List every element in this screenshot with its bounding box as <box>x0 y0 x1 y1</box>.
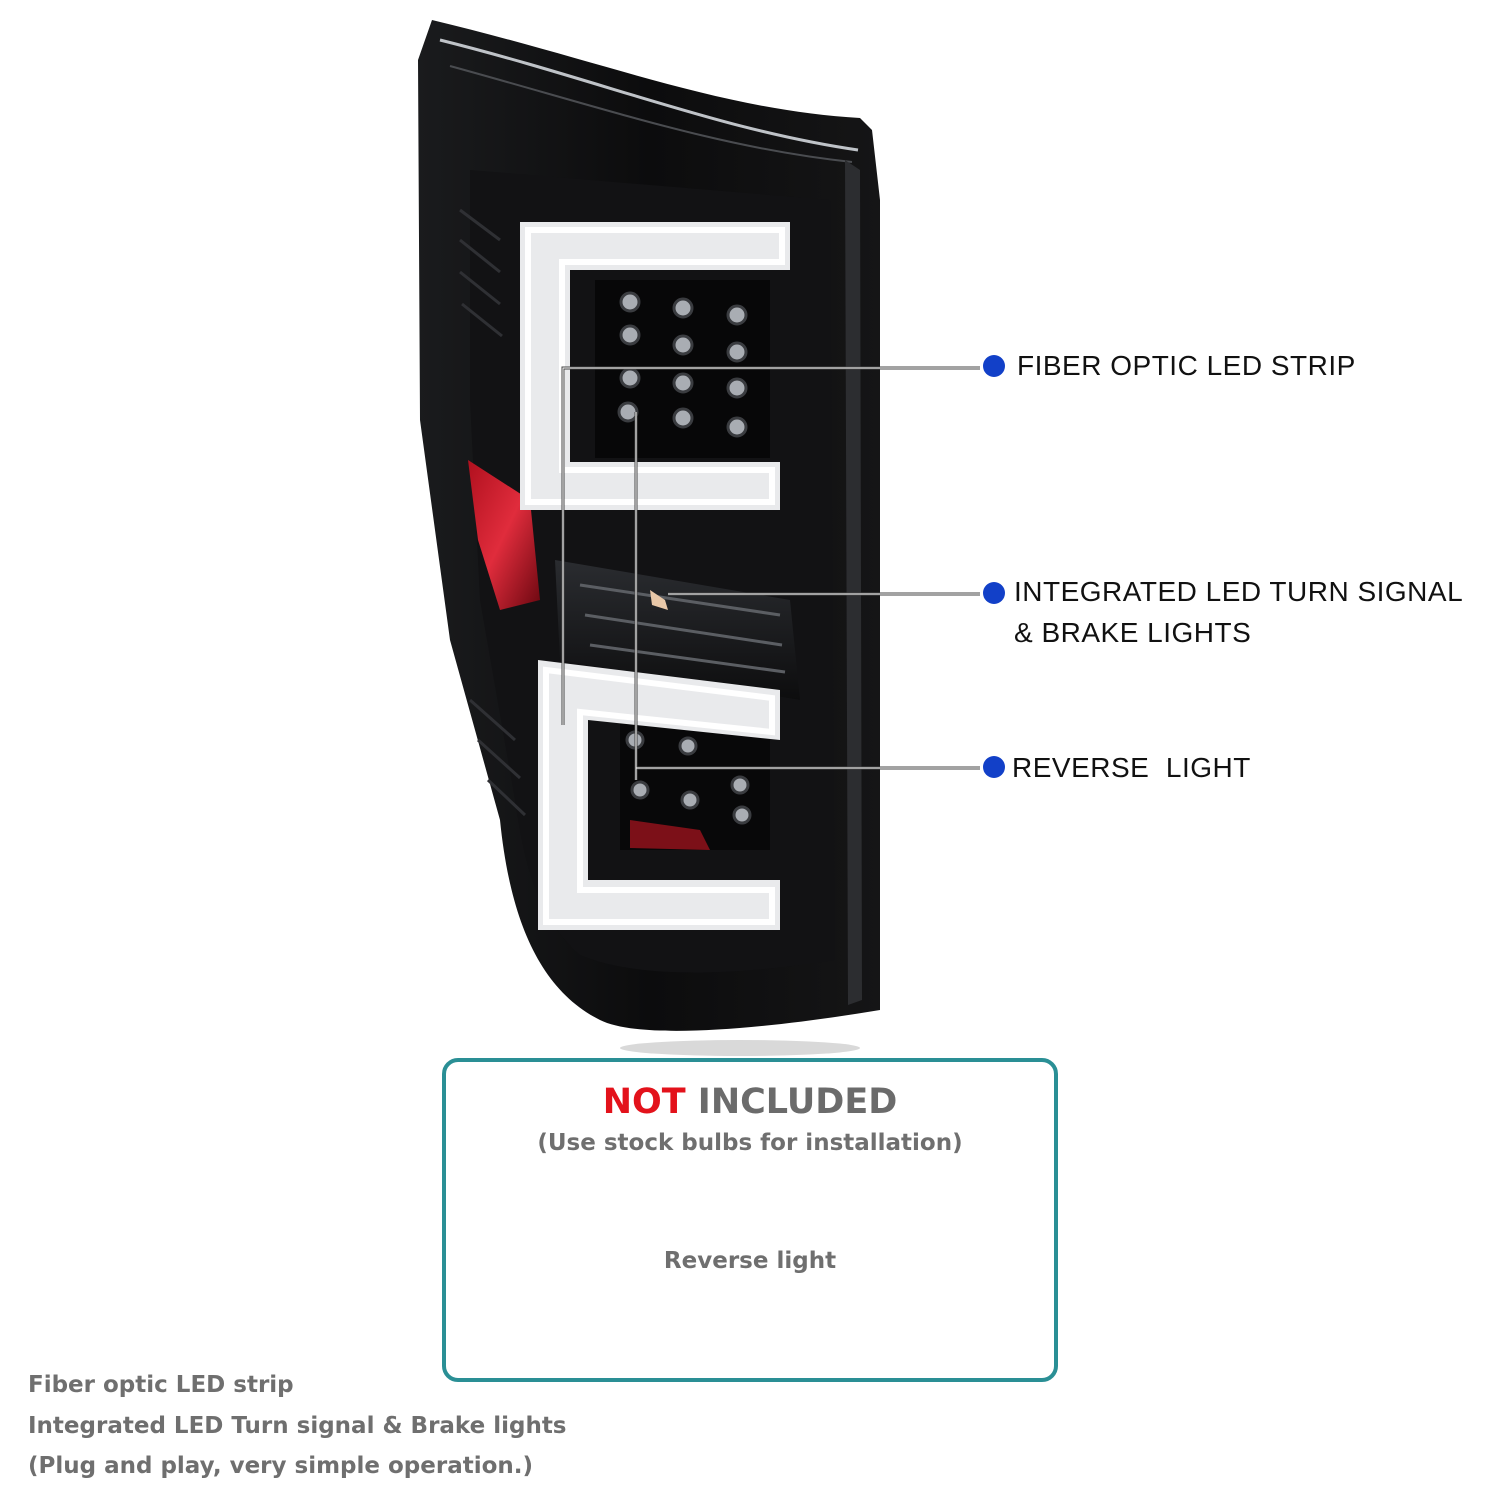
floor-shadow <box>620 1040 860 1056</box>
grille-lines <box>459 208 527 817</box>
callout-dot-fiber <box>983 355 1005 377</box>
callout-reverse-light: REVERSE LIGHT <box>1012 752 1251 783</box>
not-included-heading: NOT INCLUDED <box>446 1082 1054 1122</box>
callout-turn-signal: INTEGRATED LED TURN SIGNAL <box>1014 576 1464 607</box>
tail-light-image <box>418 20 980 1056</box>
callout-dot-turn-signal <box>983 582 1005 604</box>
feature-line-1: Fiber optic LED strip <box>28 1372 294 1398</box>
callout-brake-lights: & BRAKE LIGHTS <box>1014 617 1252 648</box>
feature-line-3: (Plug and play, very simple operation.) <box>28 1453 534 1479</box>
included-word: INCLUDED <box>697 1082 898 1122</box>
housing-trim <box>439 38 859 152</box>
housing-side <box>845 160 862 1005</box>
callout-fiber-optic-led-strip: FIBER OPTIC LED STRIP <box>1017 350 1356 381</box>
callout-dot-reverse <box>983 756 1005 778</box>
not-included-item: Reverse light <box>663 1248 837 1274</box>
not-included-box: NOT INCLUDED (Use stock bulbs for instal… <box>442 1058 1058 1382</box>
not-word: NOT <box>602 1082 686 1122</box>
feature-line-2: Integrated LED Turn signal & Brake light… <box>28 1413 567 1439</box>
upper-fiber-strip <box>520 222 790 510</box>
not-included-subheading: (Use stock bulbs for installation) <box>537 1130 963 1156</box>
led-dots <box>617 291 752 825</box>
